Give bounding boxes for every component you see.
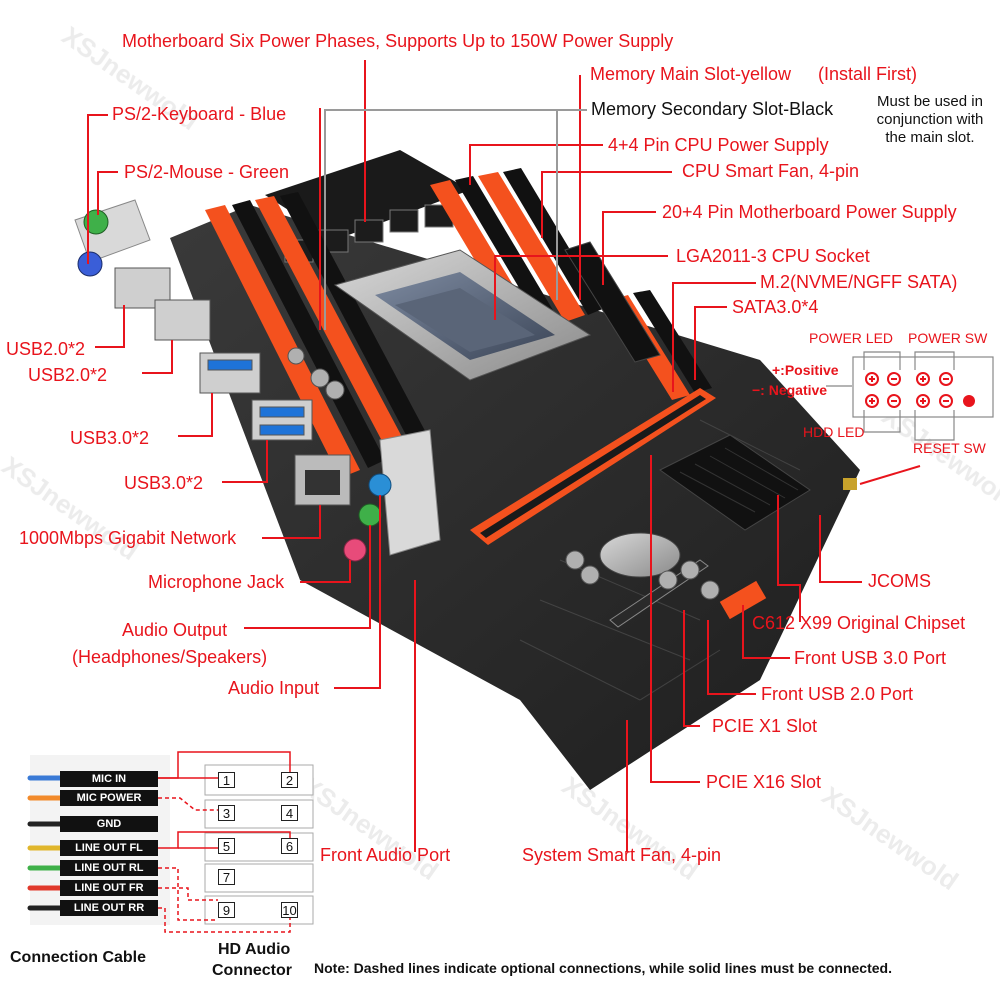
ram-slots-left	[205, 192, 432, 478]
label-lan: 1000Mbps Gigabit Network	[19, 528, 237, 548]
label-cpu-fan: CPU Smart Fan, 4-pin	[682, 161, 860, 181]
wire-mic-power: MIC POWER	[60, 790, 158, 806]
lan-port	[294, 454, 351, 506]
front-usb3-header	[719, 580, 767, 620]
label-chipset: C612 X99 Original Chipset	[752, 613, 966, 633]
svg-text:XSJnewwold: XSJnewwold	[817, 780, 964, 896]
label-usb20-a: USB2.0*2	[6, 339, 86, 359]
pin-1: 1	[218, 772, 235, 788]
cmos-battery	[599, 532, 681, 578]
label-sys-fan: System Smart Fan, 4-pin	[522, 845, 722, 865]
label-ps2-mouse: PS/2-Mouse - Green	[124, 162, 290, 182]
label-front-usb3: Front USB 3.0 Port	[794, 648, 947, 668]
audio-line-in-jack	[368, 473, 392, 497]
label-cpu-socket: LGA2011-3 CPU Socket	[676, 246, 870, 266]
caption-connection-cable: Connection Cable	[10, 949, 147, 966]
label-audio-output-sub: (Headphones/Speakers)	[72, 647, 268, 667]
cpu-socket	[333, 249, 592, 381]
label-usb30-b: USB3.0*2	[124, 473, 204, 493]
pin-4: 4	[281, 805, 298, 821]
label-ps2-keyboard: PS/2-Keyboard - Blue	[112, 104, 287, 124]
label-pcie1: PCIE X1 Slot	[712, 716, 818, 736]
wire-line-out-fr: LINE OUT FR	[60, 880, 158, 896]
label-positive: +:Positive	[772, 362, 839, 378]
ps2-mouse-port	[83, 209, 109, 235]
atx-24pin	[564, 241, 661, 363]
pin-6: 6	[281, 838, 298, 854]
label-audio-output: Audio Output	[122, 620, 228, 640]
pin-10: 10	[281, 902, 298, 918]
label-jcoms: JCOMS	[868, 571, 931, 591]
pin-9: 9	[218, 902, 235, 918]
label-m2: M.2(NVME/NGFF SATA)	[760, 272, 958, 292]
wire-line-out-rl: LINE OUT RL	[60, 860, 158, 876]
label-power-phases: Motherboard Six Power Phases, Supports U…	[122, 31, 674, 51]
pin-3: 3	[218, 805, 235, 821]
front-panel-pin-diagram	[826, 351, 994, 441]
label-memory-main: Memory Main Slot-yellow	[590, 64, 792, 84]
label-audio-input: Audio Input	[228, 678, 320, 698]
label-power-sw: POWER SW	[908, 330, 988, 346]
label-power-led: POWER LED	[809, 330, 894, 346]
chipset-heatsink	[659, 434, 811, 531]
label-mic: Microphone Jack	[148, 572, 285, 592]
label-memory-main-note: (Install First)	[818, 64, 917, 84]
label-negative: −: Negative	[752, 382, 828, 398]
label-reset-sw: RESET SW	[913, 440, 986, 456]
audio-mic-jack	[343, 538, 367, 562]
label-sata: SATA3.0*4	[732, 297, 819, 317]
pin-7: 7	[218, 869, 235, 885]
audio-line-out-jack	[358, 503, 382, 527]
vrm-heatsink	[265, 150, 470, 240]
caption-hd-audio: HD Audio	[218, 941, 291, 958]
label-front-audio: Front Audio Port	[320, 845, 451, 865]
note-memory-secondary: Must be used in conjunction with the mai…	[876, 93, 984, 146]
label-hdd-led: HDD LED	[803, 424, 865, 440]
svg-text:XSJnewwold: XSJnewwold	[0, 450, 144, 566]
caption-connector: Connector	[212, 962, 292, 979]
wire-mic-in: MIC IN	[60, 771, 158, 787]
label-front-usb2: Front USB 2.0 Port	[761, 684, 914, 704]
ps2-keyboard-port	[77, 251, 103, 277]
label-pcie16: PCIE X16 Slot	[706, 772, 822, 792]
svg-text:XSJnewwold: XSJnewwold	[557, 770, 704, 886]
capacitors	[287, 347, 720, 600]
svg-text:XSJnewwold: XSJnewwold	[877, 400, 1000, 516]
pin-2: 2	[281, 772, 298, 788]
label-mb-power: 20+4 Pin Motherboard Power Supply	[662, 202, 957, 222]
label-cpu-power: 4+4 Pin CPU Power Supply	[608, 135, 829, 155]
svg-text:XSJnewwold: XSJnewwold	[297, 770, 444, 886]
label-usb20-b: USB2.0*2	[28, 365, 108, 385]
wire-line-out-rr: LINE OUT RR	[60, 900, 158, 916]
rear-usb-ports	[114, 267, 313, 441]
wire-gnd: GND	[60, 816, 158, 832]
pin-5: 5	[218, 838, 235, 854]
label-usb30-a: USB3.0*2	[70, 428, 150, 448]
note-dashed-lines: Note: Dashed lines indicate optional con…	[314, 960, 892, 976]
label-memory-secondary: Memory Secondary Slot-Black	[591, 99, 834, 119]
wire-line-out-fl: LINE OUT FL	[60, 840, 158, 856]
